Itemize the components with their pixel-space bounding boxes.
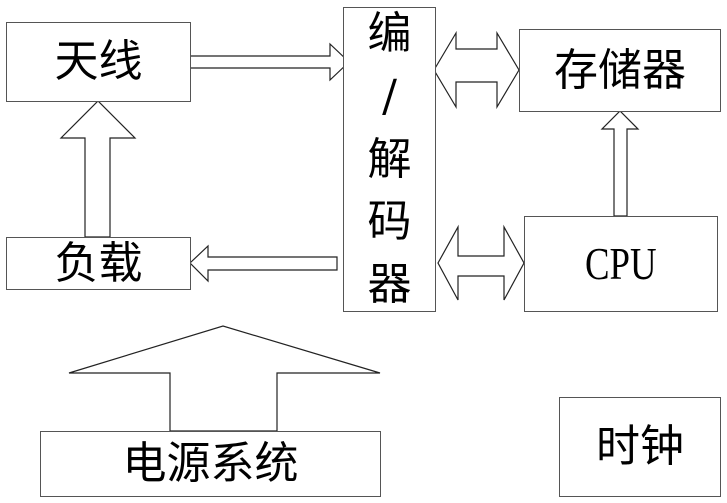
clock-box: 时钟 bbox=[559, 397, 721, 497]
arrow-antenna-to-codec bbox=[189, 42, 350, 82]
cpu-label: CPU bbox=[585, 238, 657, 289]
codec-label-char: 编 bbox=[367, 8, 412, 59]
codec-label-char: / bbox=[382, 70, 397, 122]
arrow-cpu-to-memory bbox=[600, 110, 640, 217]
cpu-box: CPU bbox=[524, 216, 718, 312]
codec-box: 编 / 解 码 器 bbox=[343, 7, 436, 312]
codec-label-char: 解 bbox=[367, 133, 412, 185]
antenna-label: 天线 bbox=[54, 36, 143, 87]
memory-box: 存储器 bbox=[519, 29, 721, 112]
arrow-codec-cpu-bidirectional bbox=[437, 224, 525, 301]
arrow-load-to-antenna bbox=[59, 100, 137, 238]
codec-label-char: 码 bbox=[367, 196, 412, 248]
arrow-codec-memory-bidirectional bbox=[433, 30, 520, 110]
codec-label-char: 器 bbox=[367, 259, 412, 310]
antenna-box: 天线 bbox=[6, 22, 191, 102]
clock-label: 时钟 bbox=[596, 421, 684, 472]
power-system-label: 电源系统 bbox=[122, 438, 299, 489]
arrow-codec-to-load bbox=[189, 244, 338, 283]
arrow-power-system-up bbox=[68, 325, 381, 432]
memory-label: 存储器 bbox=[554, 44, 686, 96]
load-label: 负载 bbox=[54, 237, 143, 289]
power-system-box: 电源系统 bbox=[40, 431, 381, 497]
load-box: 负载 bbox=[6, 237, 191, 290]
